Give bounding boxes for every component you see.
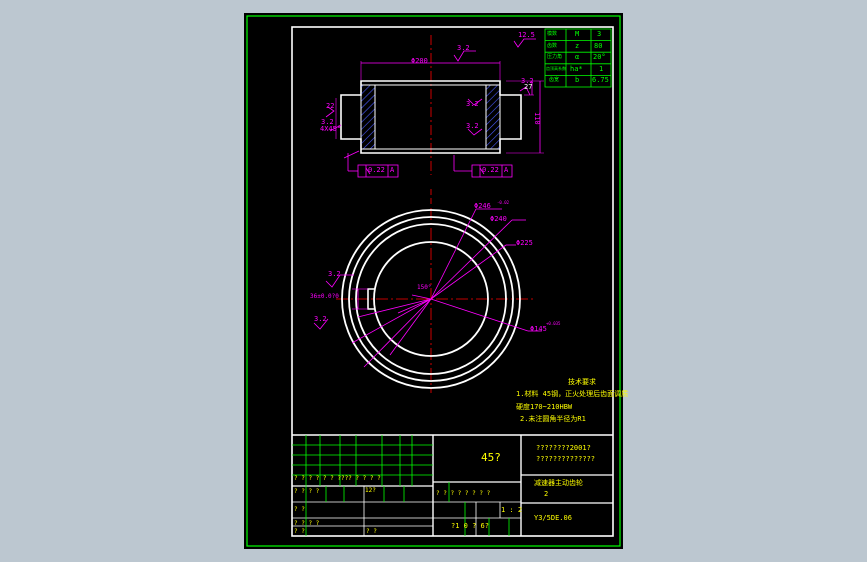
param-label: 齿数: [547, 43, 558, 49]
drawing-border: [291, 26, 614, 537]
param-symbol: ha*: [570, 65, 583, 73]
param-value: 20°: [593, 53, 606, 61]
gear-parameter-table: [544, 28, 612, 88]
param-value: 6.75: [592, 76, 609, 84]
title-row-h: ? ?: [366, 528, 377, 535]
param-value: 1: [599, 65, 604, 73]
dim-outer-diameter: Φ200: [411, 57, 428, 65]
roughness-right-2: 3.2: [466, 100, 479, 108]
title-row-b: ? ? ? ?: [294, 488, 320, 495]
param-value: 3: [597, 30, 602, 38]
dim-left-width: 22: [326, 102, 335, 110]
cad-drawing-canvas: [246, 15, 621, 547]
param-symbol: z: [575, 42, 580, 50]
roughness-right-1: 3.2: [521, 77, 534, 85]
param-symbol: M: [575, 30, 580, 38]
plan-roughness-left: 3.2: [328, 270, 341, 278]
tolerance-left-datum: A: [390, 166, 395, 174]
tolerance-right-value: 0.22: [482, 166, 499, 174]
dim-d225: Φ225: [516, 239, 533, 247]
plan-roughness-bottom: 3.2: [314, 315, 327, 323]
title-row-f: 12?: [365, 487, 376, 494]
tech-notes-line-3: 2.未注圆角半径为R1: [520, 415, 586, 423]
tech-notes-line-2: 硬度170~210HBW: [516, 403, 573, 411]
param-label: 压力角: [547, 54, 563, 60]
title-row-c: ? ?: [294, 506, 305, 513]
param-label: 模数: [547, 31, 558, 37]
param-symbol: b: [575, 76, 580, 84]
param-symbol: α: [575, 53, 580, 61]
dim-outer-tolerance: -0.02: [497, 200, 510, 205]
param-label: 齿宽: [549, 77, 560, 83]
dim-angle: 150°: [417, 284, 432, 291]
dim-width-right: 27: [524, 83, 533, 91]
roughness-corner: 12.5: [518, 31, 535, 39]
title-row-g: ? ?: [294, 528, 305, 535]
dim-keyway: 36±0.0?0: [310, 293, 339, 300]
section-view: [325, 35, 544, 205]
tolerance-right-datum: A: [504, 166, 509, 174]
param-value: 80: [594, 42, 603, 50]
school-line-1: ????????2001?: [536, 444, 591, 452]
dim-bore-tolerance: +0.035: [546, 321, 561, 326]
plan-view: [313, 208, 542, 393]
title-row-a: ? ? ? ? ? ? ???? ? ? ? ?: [294, 475, 381, 482]
roughness-left: 3.2: [321, 118, 334, 126]
drawing-sheet: Φ200 110 27 4X45° 22 3.2 3.2 3.2 3.2 3.2…: [244, 13, 628, 549]
tech-notes-title: 技术要求: [568, 378, 596, 386]
outer-frame: [246, 15, 621, 547]
dim-bore: Φ145: [530, 325, 547, 333]
dim-outer: Φ246: [474, 202, 491, 210]
title-row-e: ? ? ? ? ? ? ? ?: [436, 490, 491, 497]
drawing-number: Y3/5DE.06: [534, 514, 572, 522]
scale: 1 : 2: [501, 506, 523, 514]
title-row-d: ? ? ? ?: [294, 520, 320, 527]
roughness-right-3: 3.2: [466, 122, 479, 130]
roughness-top: 3.2: [457, 44, 470, 52]
dim-chamfer: 4X45°: [320, 125, 342, 133]
part-number: 2: [544, 490, 549, 498]
material-label: 45?: [481, 451, 501, 464]
sheet-info: ?1 0 ? 6?: [451, 522, 489, 530]
school-line-2: ??????????????: [536, 455, 596, 463]
tech-notes-line-1: 1.材料 45钢，正火处理后齿面调质: [516, 390, 629, 398]
dim-d240: Φ240: [490, 215, 507, 223]
dim-height-total: 110: [533, 112, 541, 125]
param-label: 齿顶高系数: [546, 66, 566, 71]
part-name: 减速器主动齿轮: [534, 479, 583, 487]
title-block: [292, 434, 613, 536]
tolerance-left-value: 0.22: [368, 166, 385, 174]
